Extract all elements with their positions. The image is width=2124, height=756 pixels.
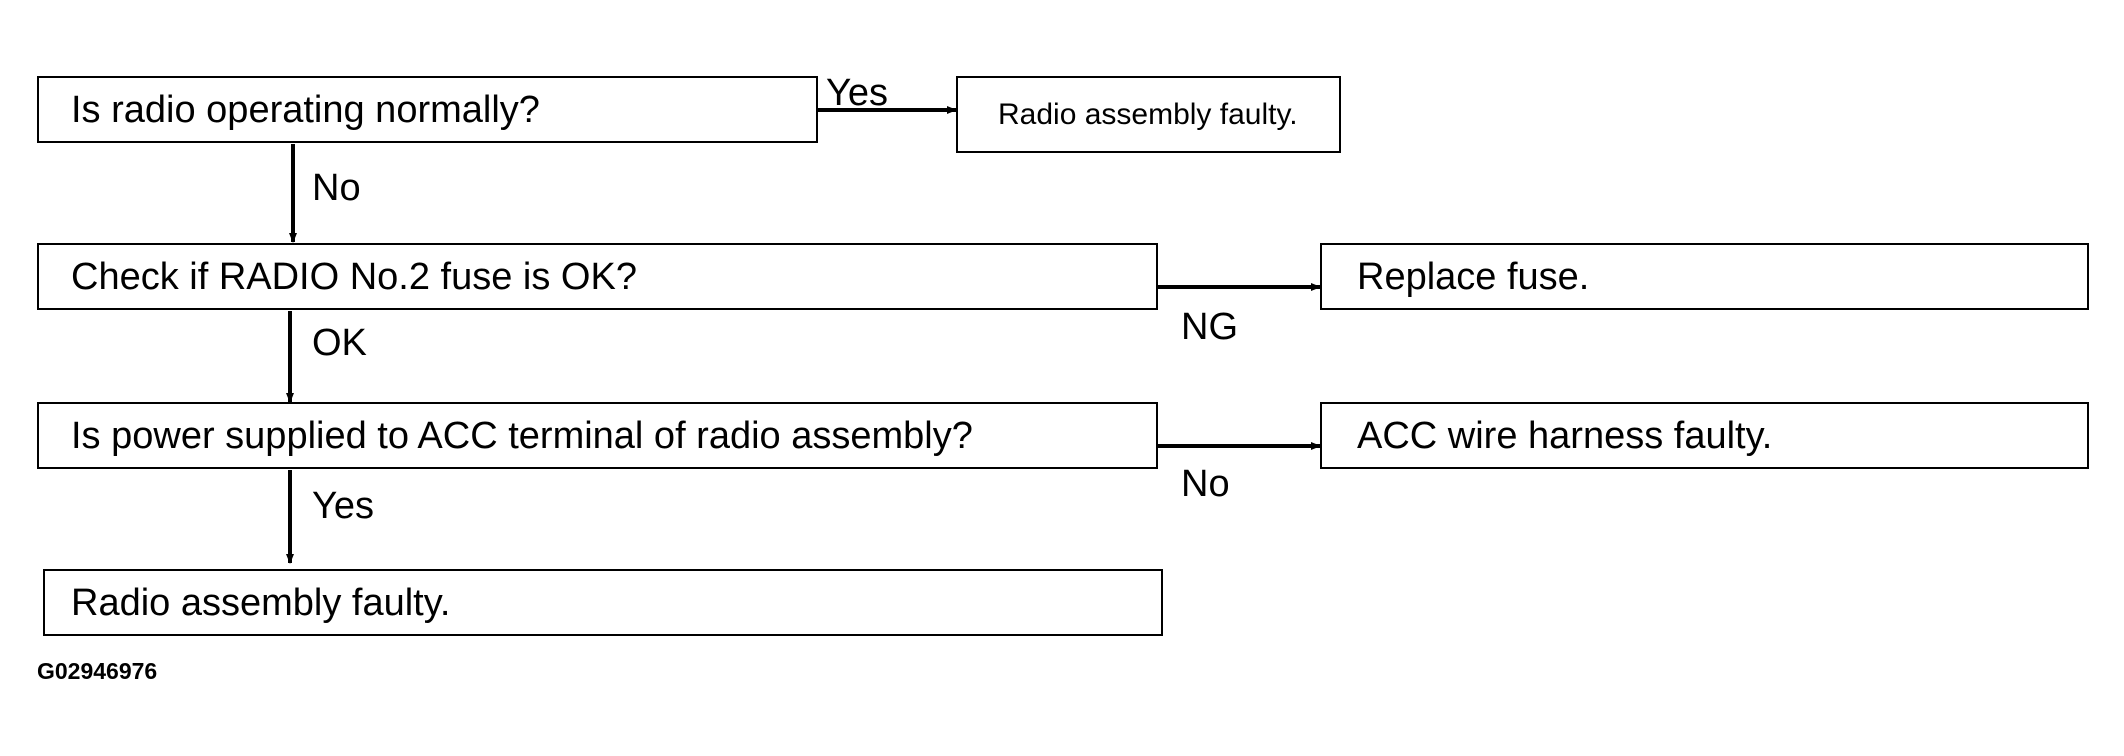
result-box-replace-fuse: Replace fuse. [1320, 243, 2089, 310]
result-text: Radio assembly faulty. [998, 97, 1298, 131]
result-text: Replace fuse. [1357, 255, 1590, 298]
step-box-radio-operating: Is radio operating normally? [37, 76, 818, 143]
result-text: Radio assembly faulty. [71, 581, 451, 624]
step-text: Is power supplied to ACC terminal of rad… [71, 414, 973, 457]
branch-label-q3-yes: Yes [312, 485, 374, 527]
result-box-radio-faulty: Radio assembly faulty. [956, 76, 1341, 153]
step-box-fuse-check: Check if RADIO No.2 fuse is OK? [37, 243, 1158, 310]
branch-label-q1-no: No [312, 167, 361, 209]
result-box-radio-faulty-final: Radio assembly faulty. [43, 569, 1163, 636]
result-box-acc-harness-faulty: ACC wire harness faulty. [1320, 402, 2089, 469]
branch-label-q3-no: No [1181, 463, 1230, 505]
step-text: Is radio operating normally? [71, 88, 540, 131]
step-box-acc-power: Is power supplied to ACC terminal of rad… [37, 402, 1158, 469]
branch-label-q2-ng: NG [1181, 306, 1238, 348]
step-text: Check if RADIO No.2 fuse is OK? [71, 255, 637, 298]
figure-code: G02946976 [37, 658, 158, 684]
result-text: ACC wire harness faulty. [1357, 414, 1773, 457]
branch-label-q2-ok: OK [312, 322, 367, 364]
branch-label-q1-yes: Yes [826, 72, 888, 114]
